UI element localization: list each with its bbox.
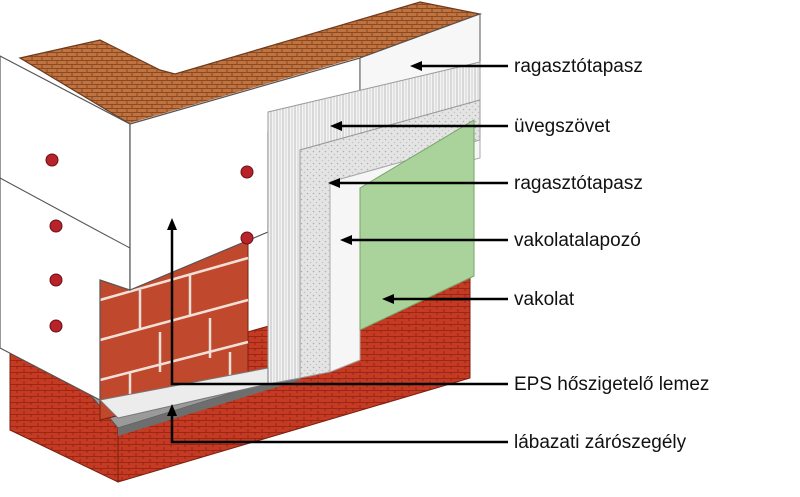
dowel-markers (45, 153, 254, 333)
arrow-left-icon (382, 294, 394, 304)
label-adhesive-2: ragasztótapasz (514, 173, 643, 194)
leader-line-6 (170, 226, 508, 386)
arrow-up-icon (167, 218, 177, 230)
label-render: vakolat (514, 289, 575, 310)
dowel-icon (240, 231, 254, 245)
arrowheads (167, 61, 422, 416)
leader-line-7 (170, 412, 508, 444)
label-glass-mesh: üvegszövet (514, 116, 611, 137)
label-plinth-strip: lábazati zárószegély (514, 432, 687, 453)
arrow-left-icon (410, 61, 422, 71)
arrow-left-icon (340, 235, 352, 245)
dowel-icon (49, 219, 63, 233)
arrow-left-icon (328, 178, 340, 188)
label-adhesive-1: ragasztótapasz (514, 56, 643, 77)
arrow-up-icon (167, 404, 177, 416)
render-layer (359, 119, 475, 331)
dowel-icon (45, 153, 59, 167)
dowel-icon (240, 165, 254, 179)
arrow-left-icon (330, 121, 342, 131)
dowel-icon (49, 273, 63, 287)
leader-lines (170, 64, 508, 444)
dowel-icon (49, 319, 63, 333)
label-eps-board: EPS hőszigetelő lemez (514, 374, 710, 395)
label-render-primer: vakolatalapozó (514, 230, 641, 251)
